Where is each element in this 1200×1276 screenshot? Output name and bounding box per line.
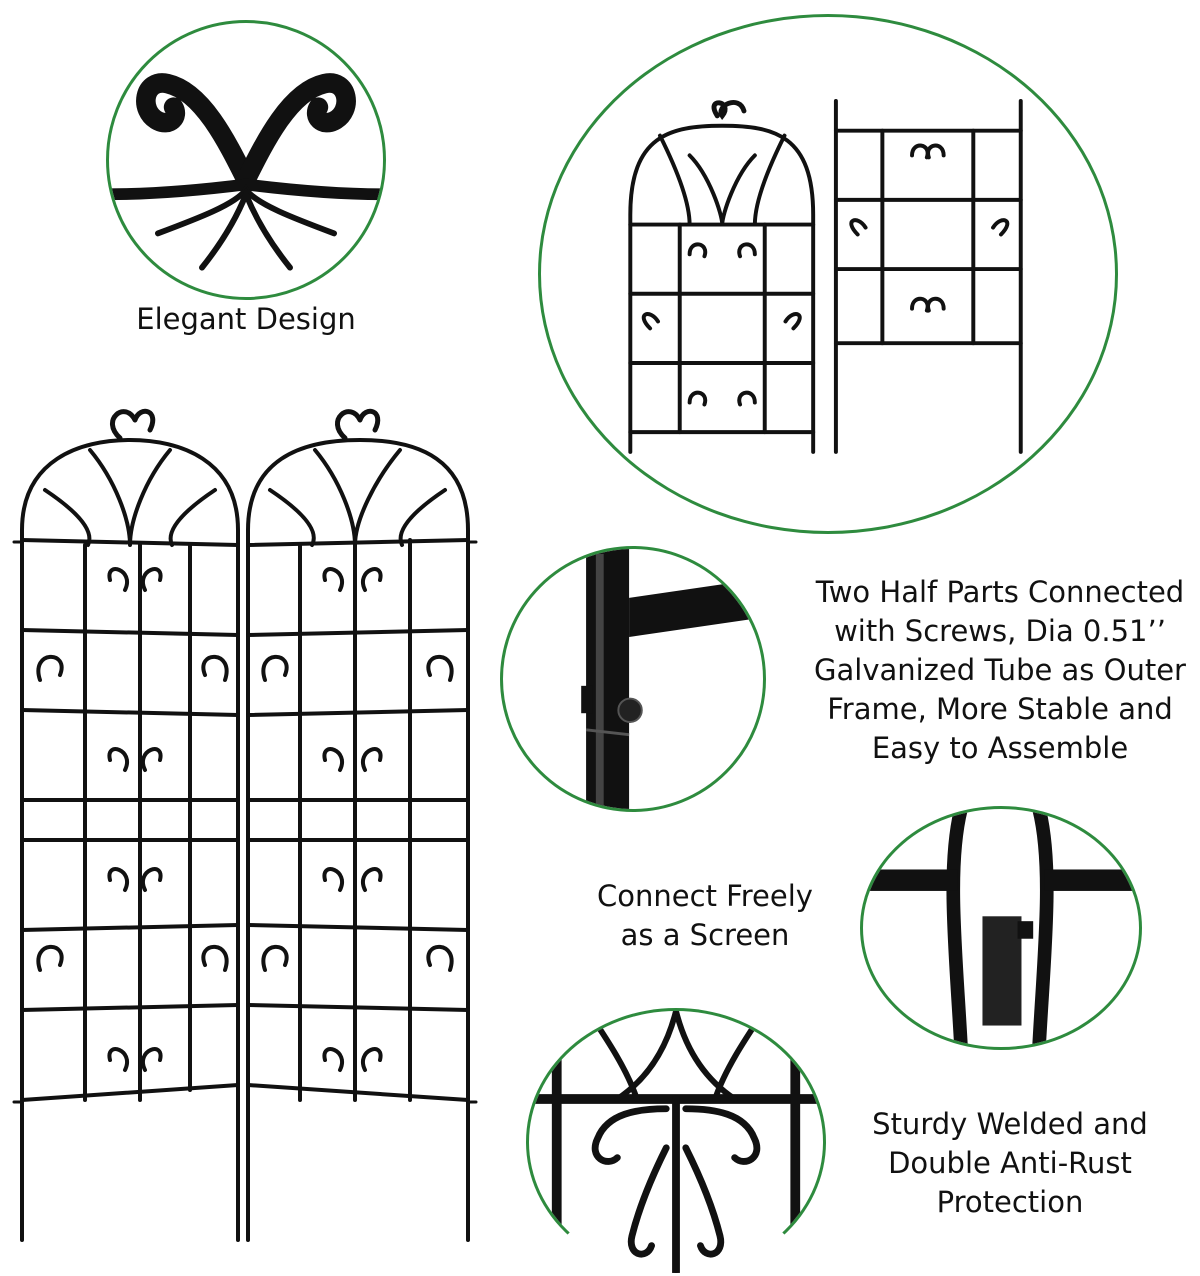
caption-connect-freely-line-2: as a Screen [620, 918, 790, 952]
caption-connect-freely-line-1: Connect Freely [597, 879, 813, 913]
caption-sturdy-welded-line-3: Protection [936, 1185, 1084, 1219]
detail-circle-screw-connection [500, 546, 766, 812]
screw-joint-illustration [581, 549, 763, 809]
caption-two-half-parts: Two Half Parts Connected with Screws, Di… [800, 573, 1200, 768]
caption-sturdy-welded-line-2: Double Anti-Rust [888, 1146, 1132, 1180]
caption-elegant-design: Elegant Design [106, 300, 386, 339]
detail-circle-welded-scrolls [526, 1008, 826, 1276]
caption-two-half-parts-line-2: with Screws, Dia 0.51’’ [834, 614, 1166, 648]
detail-circle-hinge [860, 806, 1142, 1050]
caption-connect-freely: Connect Freely as a Screen [560, 877, 850, 955]
caption-two-half-parts-line-4: Frame, More Stable and [827, 692, 1173, 726]
welded-scroll-illustration [529, 1011, 823, 1273]
caption-two-half-parts-line-1: Two Half Parts Connected [815, 575, 1185, 609]
caption-two-half-parts-line-5: Easy to Assemble [871, 731, 1129, 765]
two-half-parts-illustration [628, 99, 1023, 454]
caption-sturdy-welded: Sturdy Welded and Double Anti-Rust Prote… [850, 1105, 1170, 1222]
caption-two-half-parts-line-3: Galvanized Tube as Outer [814, 653, 1186, 687]
left-panel [12, 408, 240, 1242]
detail-circle-scroll-top [106, 20, 386, 300]
caption-sturdy-welded-line-1: Sturdy Welded and [872, 1107, 1148, 1141]
scroll-finial-illustration [109, 73, 383, 271]
trellis-screen-illustration [12, 408, 478, 1242]
right-panel [246, 408, 478, 1242]
hinge-joint-illustration [863, 809, 1139, 1047]
caption-elegant-design-text: Elegant Design [136, 302, 356, 336]
detail-circle-two-halves [538, 14, 1118, 534]
